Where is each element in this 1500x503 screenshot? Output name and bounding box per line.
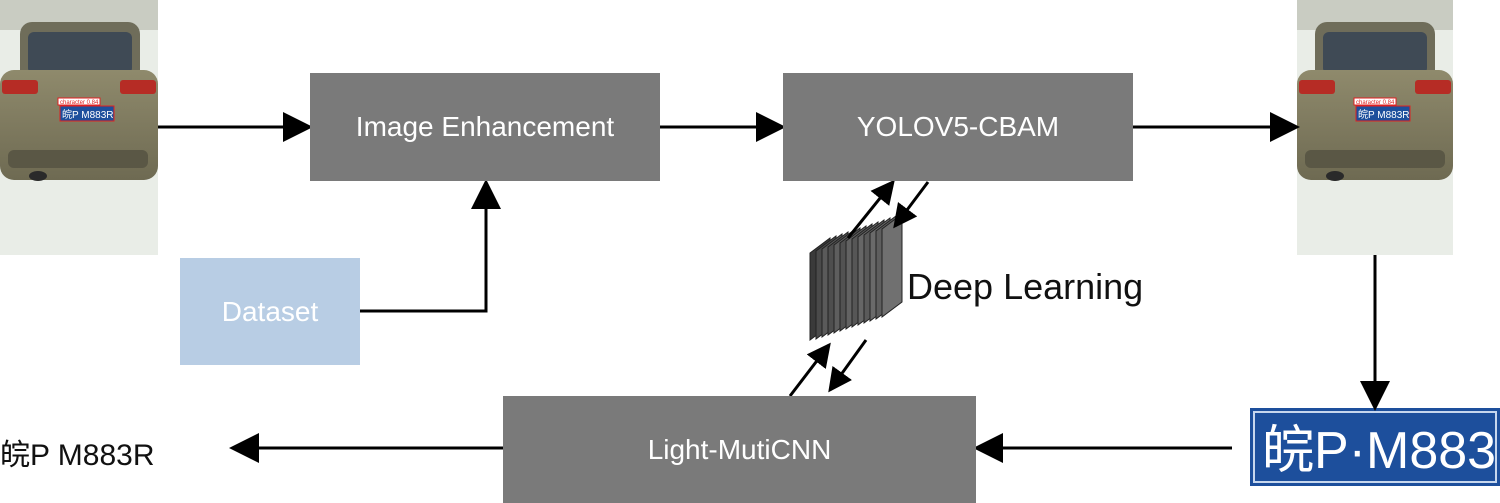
detected-car-tag: character 0.84 xyxy=(1356,100,1395,106)
detected-car-image: character 0.84 皖P M883R xyxy=(1297,0,1453,255)
cropped-plate-text: 皖P·M883R xyxy=(1262,422,1500,480)
input-car-image: character 0.84 皖P M883R xyxy=(0,0,158,255)
yolo-box: YOLOV5-CBAM xyxy=(783,73,1133,181)
arrow-stack-to-yolo xyxy=(846,179,895,239)
yolo-label: YOLOV5-CBAM xyxy=(856,111,1060,142)
dataset-label: Dataset xyxy=(221,295,319,327)
feature-map-stack xyxy=(809,213,903,341)
arrow-stack-to-cnn xyxy=(828,339,868,393)
image-enhancement-label: Image Enhancement xyxy=(355,111,615,142)
detected-car-plate: 皖P M883R xyxy=(1358,108,1410,121)
dataset-box: Dataset xyxy=(180,258,360,365)
flow-arrows xyxy=(158,112,1390,463)
arrow-cnn-to-stack xyxy=(788,342,831,397)
arrow-dataset-to-enhancement xyxy=(360,179,501,313)
input-car-plate: 皖P M883R xyxy=(62,108,114,121)
arrow-yolo-to-stack xyxy=(893,181,930,229)
input-car-tag: character 0.84 xyxy=(60,100,99,106)
light-muticnn-label: Light-MutiCNN xyxy=(647,433,832,465)
cropped-plate-image: 皖P·M883R xyxy=(1250,408,1500,486)
deep-learning-label: Deep Learning xyxy=(907,266,1144,307)
output-plate-text: 皖P M883R xyxy=(0,439,155,472)
image-enhancement-box: Image Enhancement xyxy=(310,73,660,181)
light-muticnn-box: Light-MutiCNN xyxy=(503,396,976,503)
